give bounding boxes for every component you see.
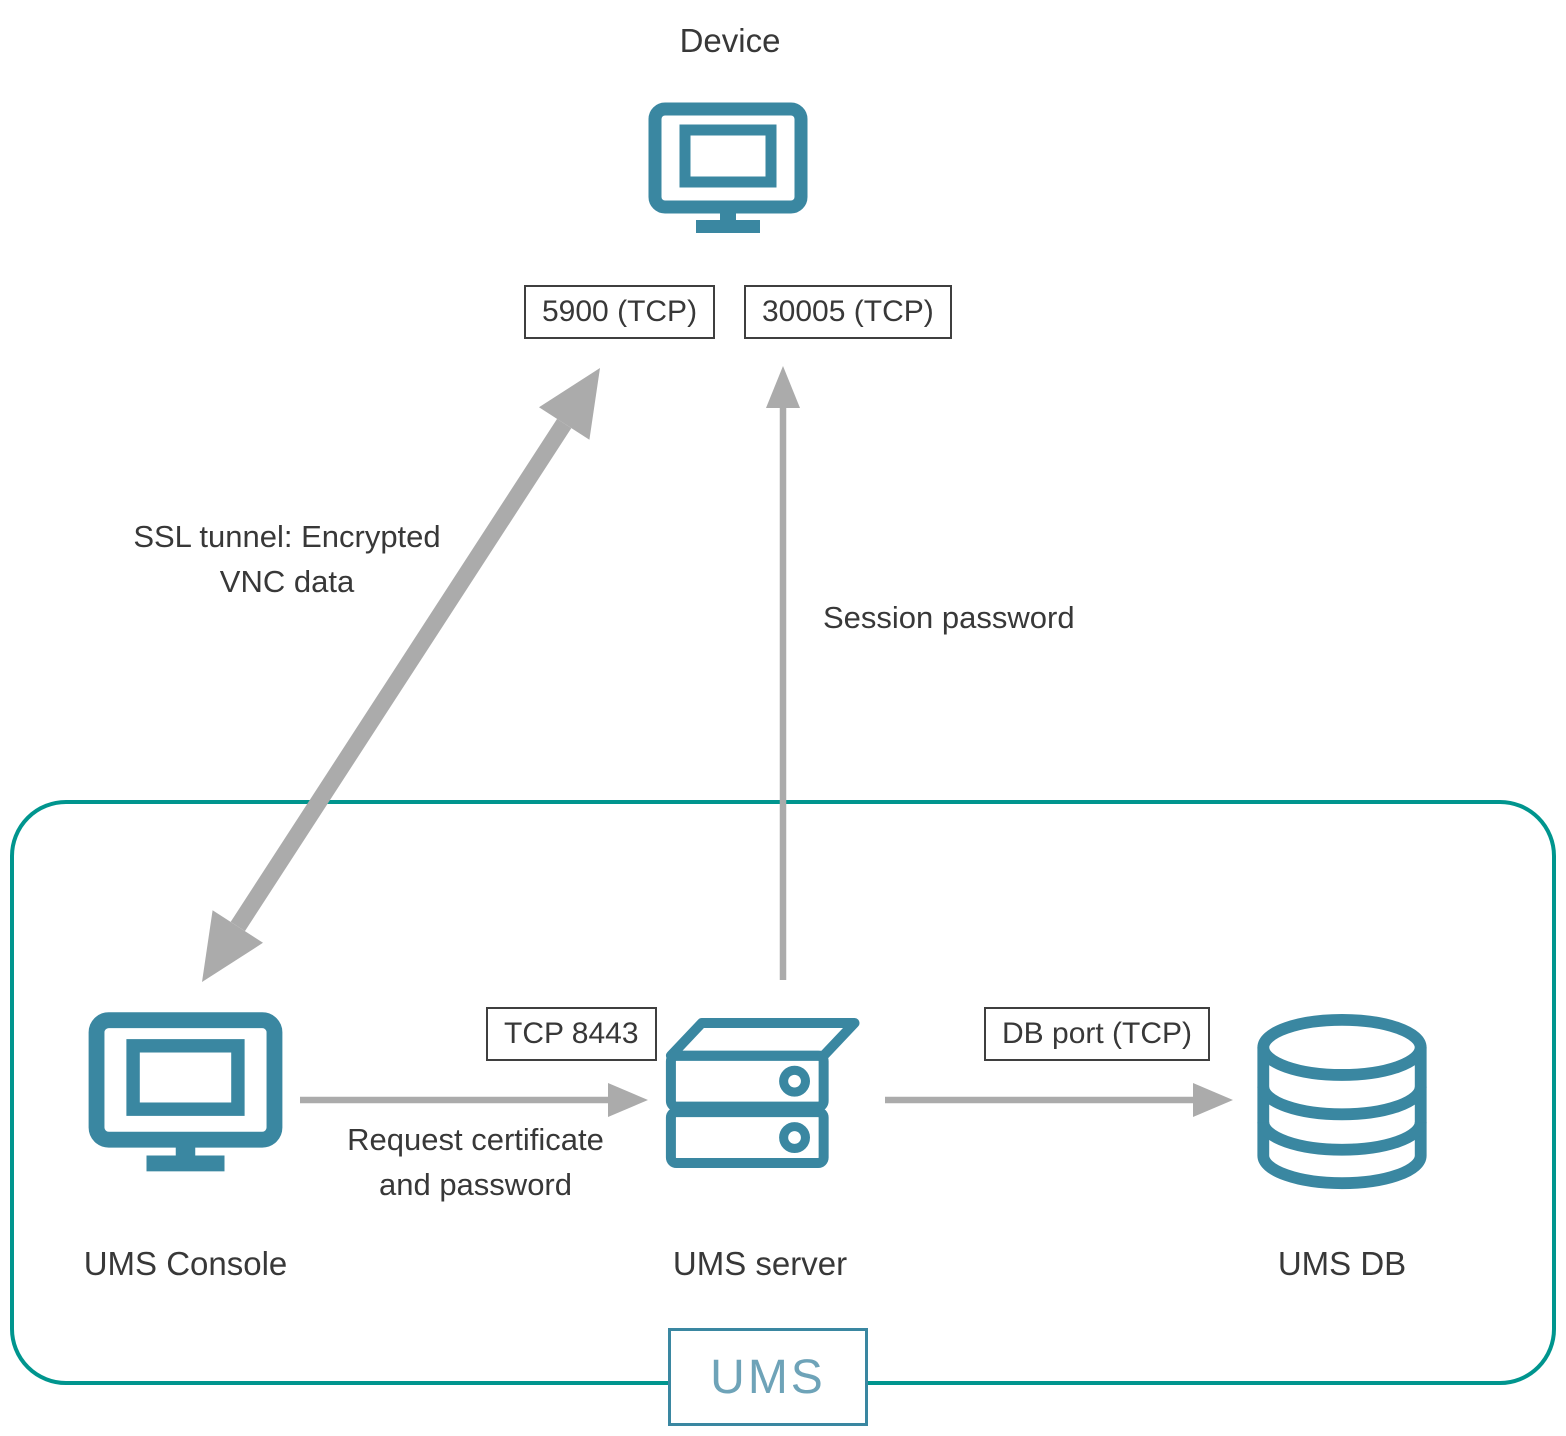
ums-db-database-icon xyxy=(1252,1012,1432,1194)
port-box-tcp-8443: TCP 8443 xyxy=(486,1007,657,1061)
ums-badge-label: UMS xyxy=(710,1350,826,1404)
ums-console-monitor-icon xyxy=(88,1008,283,1186)
ums-badge: UMS xyxy=(668,1328,868,1426)
ums-db-label: UMS DB xyxy=(1277,1245,1407,1282)
ums-console-label: UMS Console xyxy=(83,1245,288,1282)
session-password-label: Session password xyxy=(823,600,1075,635)
port-box-db-port: DB port (TCP) xyxy=(984,1007,1211,1061)
port-box-5900: 5900 (TCP) xyxy=(524,285,716,339)
request-certificate-label: Request certificate and password xyxy=(347,1122,604,1202)
device-label: Device xyxy=(679,22,781,59)
ums-server-icon xyxy=(660,1003,860,1193)
ssl-tunnel-label: SSL tunnel: Encrypted VNC data xyxy=(133,519,441,599)
ums-server-label: UMS server xyxy=(672,1245,848,1282)
port-box-30005: 30005 (TCP) xyxy=(744,285,952,339)
device-monitor-icon xyxy=(648,98,808,246)
